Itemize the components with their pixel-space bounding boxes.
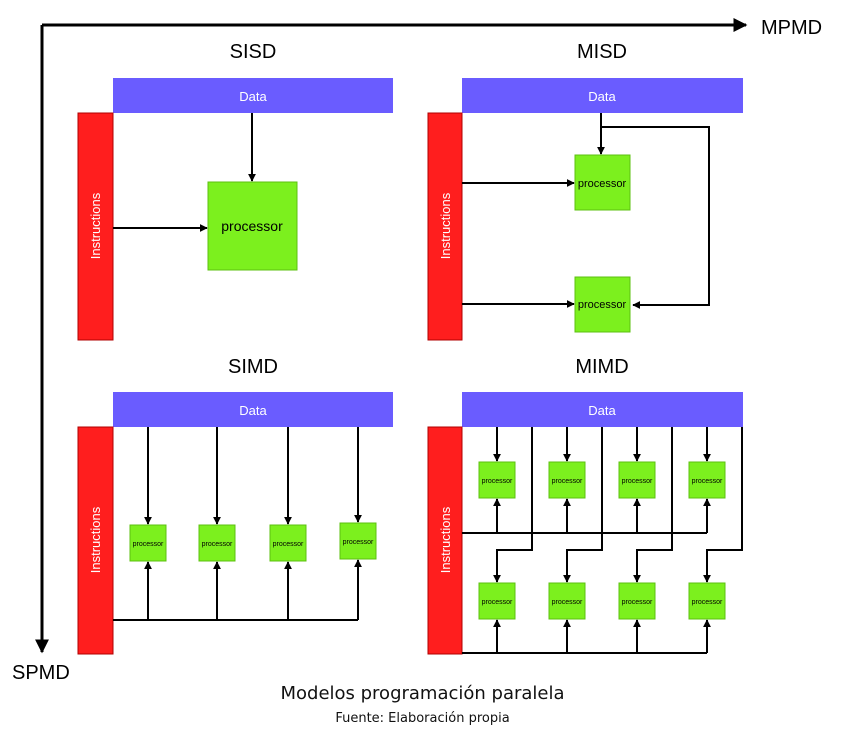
processor-label: processor (622, 478, 653, 485)
data-flow-arrow (633, 427, 673, 583)
processor-box (688, 461, 726, 499)
data-bar (113, 392, 393, 427)
figure-source: Fuente: Elaboración propia (335, 711, 510, 726)
data-label: Data (239, 89, 267, 104)
instructions-label: Instructions (88, 192, 103, 259)
processor-box (339, 522, 377, 560)
figure-caption: Modelos programación paralela (280, 683, 565, 704)
processor-label: processor (133, 541, 164, 548)
mpmd-axis-label: MPMD (761, 17, 822, 39)
processor-box (207, 181, 298, 271)
instructions-bar (77, 112, 114, 341)
instructions-bar (77, 426, 114, 655)
quadrant-title: MISD (577, 41, 627, 63)
processor-label: processor (482, 599, 513, 606)
data-bar (113, 78, 393, 113)
processor-label: processor (221, 218, 283, 234)
processor-label: processor (202, 541, 233, 548)
processor-box (574, 276, 631, 333)
data-label: Data (588, 89, 616, 104)
data-label: Data (239, 403, 267, 418)
instructions-label: Instructions (88, 506, 103, 573)
instructions-bar (427, 112, 463, 341)
instructions-label: Instructions (438, 192, 453, 259)
spmd-axis-label: SPMD (12, 662, 70, 680)
quadrant-misd: MISD Data Instructions processor process… (427, 41, 743, 341)
processor-label: processor (622, 599, 653, 606)
data-label: Data (588, 403, 616, 418)
data-bar (462, 392, 743, 427)
quadrant-title: MIMD (575, 356, 628, 378)
processor-label: processor (482, 478, 513, 485)
processor-label: processor (552, 478, 583, 485)
axes: MPMD SPMD (12, 17, 822, 680)
processor-label: processor (692, 599, 723, 606)
quadrant-mimd: MIMD Data Instructions processor process… (427, 356, 743, 655)
processor-box (548, 582, 586, 620)
processor-box (688, 582, 726, 620)
quadrant-simd: SIMD Data Instructions processor process… (77, 356, 393, 655)
processor-label: processor (692, 478, 723, 485)
instructions-label: Instructions (438, 506, 453, 573)
data-flow-arrow (703, 427, 743, 583)
parallel-models-diagram: MPMD SPMD SISD Data Instructions process… (12, 17, 822, 680)
processor-box (548, 461, 586, 499)
data-flow-arrow (493, 427, 533, 583)
processor-label: processor (578, 178, 627, 190)
data-flow-arrow (563, 427, 603, 583)
processor-box (618, 582, 656, 620)
processor-box (478, 582, 516, 620)
processor-label: processor (552, 599, 583, 606)
processor-box (129, 524, 167, 562)
instructions-bar (427, 426, 463, 655)
processor-label: processor (343, 539, 374, 546)
processor-label: processor (578, 299, 627, 311)
quadrant-title: SISD (230, 41, 277, 63)
quadrant-title: SIMD (228, 356, 278, 378)
data-forward-path (601, 126, 710, 309)
processor-box (269, 524, 307, 562)
processor-box (198, 524, 236, 562)
processor-box (574, 154, 631, 211)
processor-label: processor (273, 541, 304, 548)
processor-box (618, 461, 656, 499)
data-bar (462, 78, 743, 113)
processor-box (478, 461, 516, 499)
quadrant-sisd: SISD Data Instructions processor (77, 41, 393, 341)
